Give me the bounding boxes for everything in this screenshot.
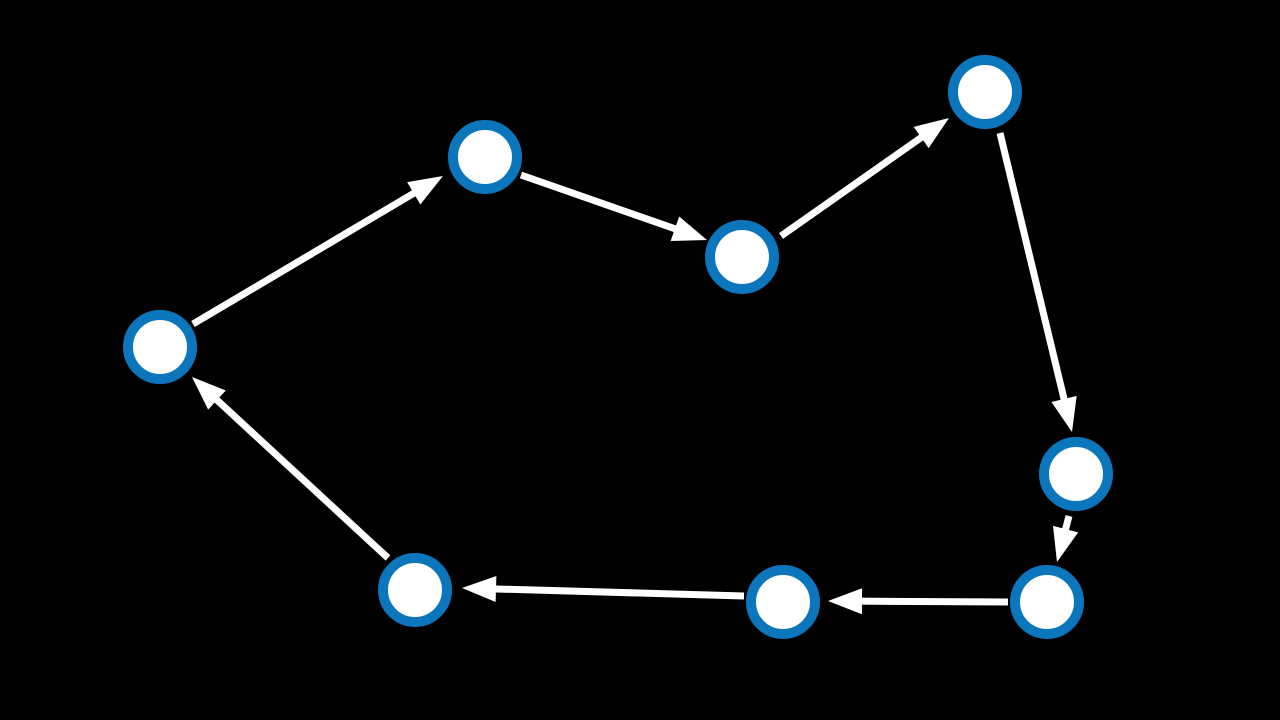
graph-node[interactable] xyxy=(448,120,522,194)
graph-node[interactable] xyxy=(746,565,820,639)
graph-node[interactable] xyxy=(1039,437,1113,511)
arrowhead-icon xyxy=(462,575,497,602)
arrowhead-icon xyxy=(913,118,949,149)
node-circle[interactable] xyxy=(1010,565,1084,639)
graph-node[interactable] xyxy=(1010,565,1084,639)
node-circle[interactable] xyxy=(746,565,820,639)
edge-line xyxy=(857,597,1009,606)
edge-arrow xyxy=(996,132,1077,432)
node-circle[interactable] xyxy=(378,553,452,627)
arrowhead-icon xyxy=(670,216,707,242)
edge-line xyxy=(491,585,745,600)
arrowhead-icon xyxy=(1051,395,1077,432)
edge-line xyxy=(778,132,927,239)
edge-arrow xyxy=(828,588,1009,615)
edge-arrow xyxy=(778,118,949,239)
edge-arrow xyxy=(192,377,391,561)
node-circle[interactable] xyxy=(948,55,1022,129)
arrowhead-icon xyxy=(407,176,443,205)
node-circle[interactable] xyxy=(705,220,779,294)
arrowhead-icon xyxy=(192,377,226,410)
edge-layer xyxy=(191,118,1079,615)
edge-line xyxy=(191,188,419,328)
node-circle[interactable] xyxy=(123,310,197,384)
arrowhead-icon xyxy=(1053,525,1079,562)
node-circle[interactable] xyxy=(448,120,522,194)
edge-arrow xyxy=(462,575,745,602)
edge-line xyxy=(996,132,1069,404)
edge-line xyxy=(211,394,391,561)
edge-arrow xyxy=(191,176,443,328)
graph-node[interactable] xyxy=(378,553,452,627)
graph-node[interactable] xyxy=(705,220,779,294)
node-layer xyxy=(123,55,1113,639)
node-circle[interactable] xyxy=(1039,437,1113,511)
edge-arrow xyxy=(1053,515,1079,562)
graph-node[interactable] xyxy=(123,310,197,384)
edge-arrow xyxy=(519,171,707,242)
edge-line xyxy=(519,171,680,234)
arrowhead-icon xyxy=(828,588,863,615)
graph-node[interactable] xyxy=(948,55,1022,129)
